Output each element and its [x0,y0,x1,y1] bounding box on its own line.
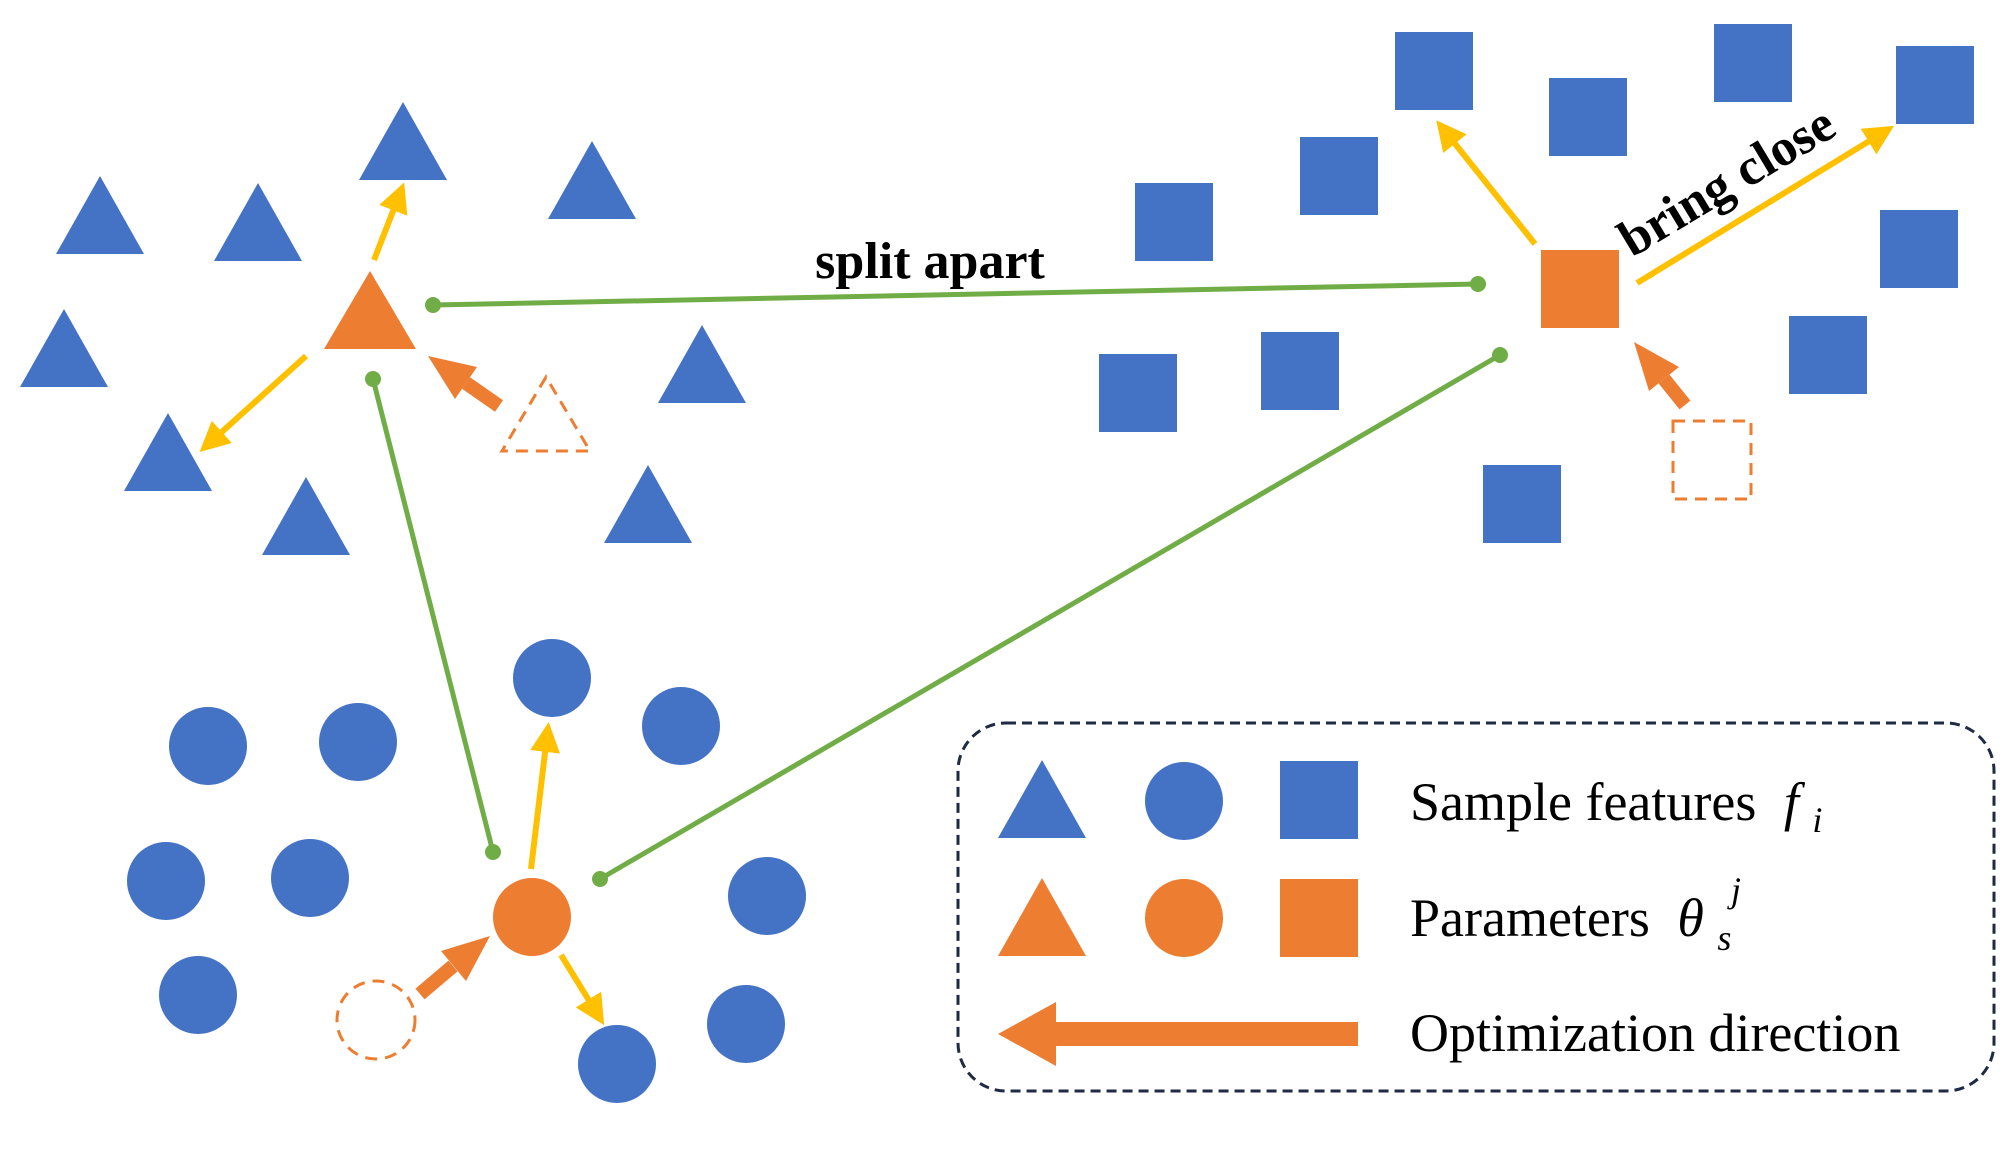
blue-circle [169,707,247,785]
legend-box [956,721,1996,1093]
bring-close-label: bring close [1609,95,1845,268]
line-endpoint [592,871,608,887]
yellow-arrow [199,353,309,453]
blue-triangle [359,102,447,180]
line-endpoint [1492,347,1508,363]
dashed-circle-previous-parameter [335,979,417,1061]
blue-circle [513,639,591,717]
blue-circle [707,985,785,1063]
blue-triangle [20,309,108,387]
blue-triangle [124,413,212,491]
orange-triangle-parameter [324,271,416,349]
line-endpoint [365,371,381,387]
legend-orange-arrow [998,1002,1358,1066]
line-endpoint [485,844,501,860]
legend-parameters: Parameters θ s j [1410,870,1745,962]
triangle-cluster [20,102,746,555]
blue-triangle [56,176,144,254]
blue-square [1789,316,1867,394]
blue-square [1135,183,1213,261]
orange-arrow [415,936,490,1000]
blue-square [1483,465,1561,543]
blue-triangle [262,477,350,555]
orange-arrow [428,356,504,412]
blue-square [1261,332,1339,410]
legend-orange-square [1280,879,1358,957]
line-endpoint [1470,276,1486,292]
blue-square [1896,46,1974,124]
legend-blue-triangle [998,760,1086,838]
split-line-circle-square [598,352,1502,882]
blue-circle [642,687,720,765]
blue-triangle [214,183,302,261]
legend-blue-circle [1145,762,1223,840]
legend: Sample features f i Parameters θ s j Opt… [956,721,1996,1093]
blue-square [1099,354,1177,432]
blue-triangle [548,141,636,219]
yellow-arrow [558,953,605,1026]
dashed-square-previous-parameter [1671,419,1753,501]
blue-square [1395,32,1473,110]
optimization-arrows [415,342,1691,1000]
legend-blue-square [1280,761,1358,839]
blue-circle [728,857,806,935]
blue-triangle [604,465,692,543]
split-apart-label: split apart [815,233,1045,290]
blue-circle [127,842,205,920]
square-cluster [1099,24,1974,543]
blue-square [1714,24,1792,102]
circle-cluster [127,639,806,1103]
separation-lines [365,276,1508,887]
orange-square-parameter [1541,250,1619,328]
yellow-arrow [528,722,561,870]
attraction-arrows [199,120,1895,1026]
blue-circle [271,839,349,917]
yellow-arrow [371,182,408,262]
blue-circle [159,956,237,1034]
bring-close-arrow [1635,125,1895,286]
blue-circle [578,1025,656,1103]
blue-triangle [658,325,746,403]
legend-optimization-direction: Optimization direction [1410,1003,1900,1063]
dashed-triangle-previous-parameter [499,374,593,453]
blue-square [1549,78,1627,156]
orange-arrow [1634,342,1691,410]
legend-orange-circle [1145,879,1223,957]
split-line-triangle-circle [370,378,496,853]
split-line-triangle-square [432,281,1479,308]
legend-orange-triangle [998,878,1086,956]
blue-square [1300,137,1378,215]
blue-circle [319,703,397,781]
legend-sample-features: Sample features f i [1410,772,1822,840]
orange-circle-parameter [493,878,571,956]
blue-square [1880,210,1958,288]
yellow-arrow [1436,120,1538,246]
line-endpoint [425,297,441,313]
